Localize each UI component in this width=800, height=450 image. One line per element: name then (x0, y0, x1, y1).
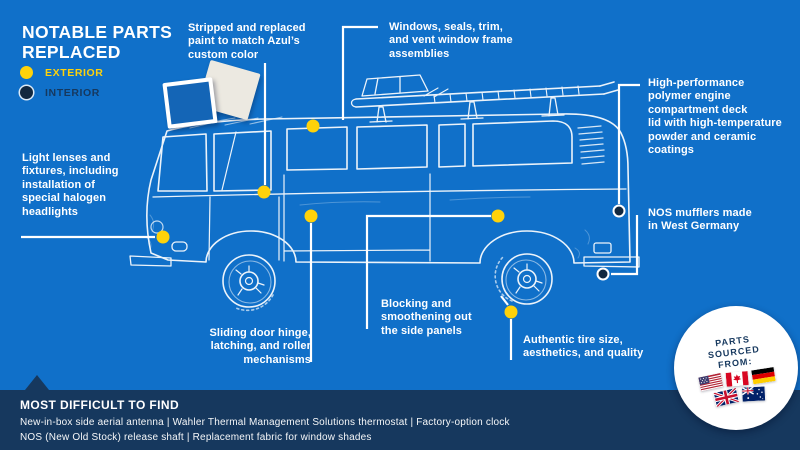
marker-side-panels-exterior (491, 209, 505, 223)
page-title: NOTABLE PARTS REPLACED (22, 22, 173, 63)
flag-row-2 (701, 384, 778, 407)
marker-engine-lid-interior (612, 204, 626, 218)
flag-australia-icon (741, 386, 765, 402)
exterior-dot-icon (20, 66, 33, 79)
connector-engine-lid (617, 83, 640, 204)
footer-pointer-arrow-icon (25, 375, 49, 390)
parts-sourced-content: PARTS SOURCED FROM: (694, 331, 778, 407)
legend-interior-label: INTERIOR (45, 86, 100, 99)
parts-sourced-badge: PARTS SOURCED FROM: (674, 306, 798, 430)
marker-sliding-door-exterior (304, 209, 318, 223)
callout-mufflers: NOS mufflers made in West Germany (648, 207, 752, 233)
footer-line-2: NOS (New Old Stock) release shaft | Repl… (20, 431, 372, 443)
legend-exterior-label: EXTERIOR (45, 66, 104, 79)
legend-row-exterior: EXTERIOR (20, 66, 103, 79)
flag-usa-icon (698, 372, 724, 391)
callout-connectors (21, 25, 640, 362)
marker-paint-exterior (257, 185, 271, 199)
part-markers (156, 119, 626, 319)
callout-windows: Windows, seals, trim, and vent window fr… (389, 21, 513, 60)
footer-bar: MOST DIFFICULT TO FIND New-in-box side a… (0, 390, 800, 450)
marker-tires-exterior (504, 305, 518, 319)
legend: EXTERIOR INTERIOR (20, 66, 103, 106)
callout-side-panels: Blocking and smoothening out the side pa… (381, 298, 472, 337)
legend-row-interior: INTERIOR (20, 86, 103, 99)
connector-mufflers (611, 215, 639, 276)
flag-uk-icon (712, 387, 739, 407)
flag-row-1 (698, 366, 776, 391)
marker-mufflers-interior (596, 267, 610, 281)
marker-headlights-exterior (156, 230, 170, 244)
paint-swatch-blue-fill (166, 81, 214, 125)
paint-swatch-blue (162, 77, 218, 129)
callout-headlights: Light lenses and fixtures, including ins… (22, 152, 119, 218)
callout-tires: Authentic tire size, aesthetics, and qua… (523, 334, 644, 360)
marker-windows-exterior (306, 119, 320, 133)
callout-paint: Stripped and replaced paint to match Azu… (188, 22, 306, 61)
connector-windows (341, 25, 378, 120)
connector-side-panels (365, 214, 491, 329)
callout-sliding-door: Sliding door hinge, latching, and roller… (209, 327, 311, 366)
connector-tires (500, 295, 513, 360)
roof-rack-drawing (189, 74, 619, 129)
flag-canada-icon (725, 370, 749, 387)
interior-dot-icon (20, 86, 33, 99)
footer-heading: MOST DIFFICULT TO FIND (20, 398, 180, 412)
vw-bus-drawing (129, 74, 640, 312)
flag-germany-icon (751, 366, 776, 384)
footer-line-1: New-in-box side aerial antenna | Wahler … (20, 417, 510, 428)
callout-engine-lid: High-performance polymer engine compartm… (648, 77, 782, 157)
